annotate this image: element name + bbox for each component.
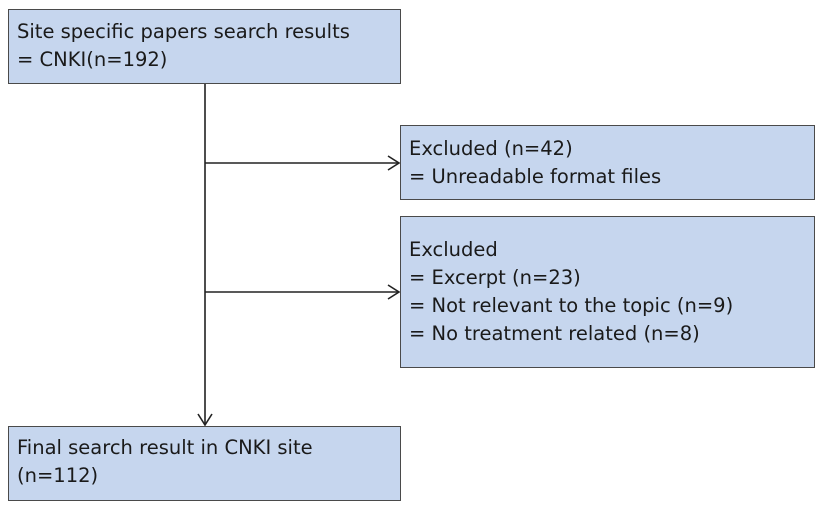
branch-arrowhead-excluded-1	[387, 155, 401, 171]
final-box-line-2: (n=112)	[17, 464, 99, 487]
excluded-box-2-line-3: = Not relevant to the topic (n=9)	[409, 294, 734, 317]
excluded-box-2-line-1: Excluded	[409, 238, 498, 261]
start-box-line-2: = CNKI(n=192)	[17, 48, 168, 71]
excluded-box-2: Excluded = Excerpt (n=23) = Not relevant…	[400, 216, 815, 368]
start-box-line-1: Site specific papers search results	[17, 20, 350, 43]
branch-arrowhead-excluded-2	[387, 284, 401, 300]
final-box: Final search result in CNKI site (n=112)	[8, 426, 401, 501]
excluded-box-1: Excluded (n=42) = Unreadable format file…	[400, 125, 815, 200]
excluded-box-1-line-2: = Unreadable format files	[409, 165, 662, 188]
excluded-box-1-line-1: Excluded (n=42)	[409, 137, 573, 160]
main-arrowhead	[197, 413, 213, 427]
excluded-box-2-line-2: = Excerpt (n=23)	[409, 266, 581, 289]
start-box: Site specific papers search results = CN…	[8, 9, 401, 84]
excluded-box-2-line-4: = No treatment related (n=8)	[409, 322, 700, 345]
final-box-line-1: Final search result in CNKI site	[17, 436, 313, 459]
